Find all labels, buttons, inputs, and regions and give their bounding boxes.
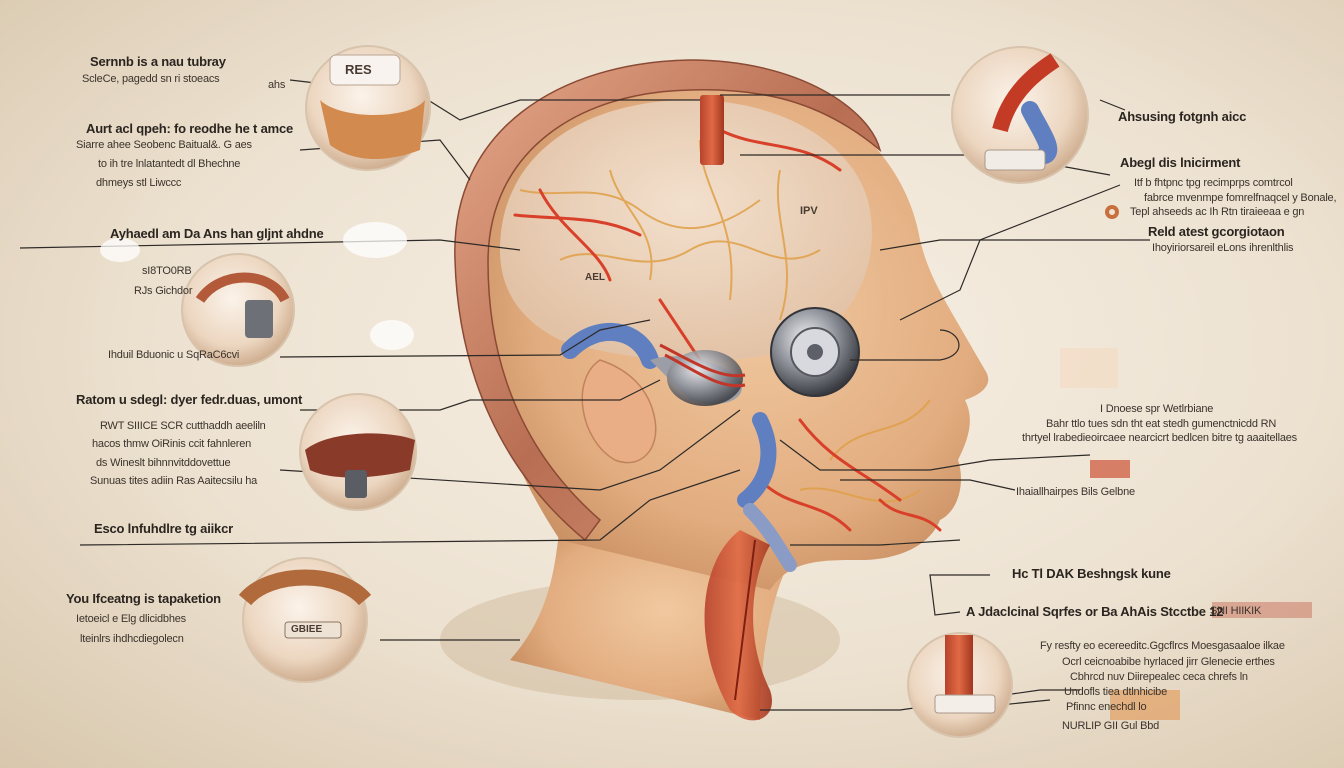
label-left-3-title: Ayhaedl am Da Ans han gljnt ahdne: [110, 226, 324, 241]
label-left-5-line: hacos thmw OiRinis ccit fahnleren: [92, 438, 252, 450]
inset-top-right: [951, 46, 1089, 184]
label-left-1-title: Sernnb is a nau tubray: [90, 54, 226, 69]
label-right-5-line: Ihaiallhairpes Bils Gelbne: [1016, 486, 1135, 498]
middle-label: AEL: [585, 272, 605, 283]
upper-tube: [700, 95, 724, 165]
label-right-8-line: NURLIP GII Gul Bbd: [1062, 720, 1160, 732]
label-left-1-line: ahs: [268, 79, 286, 91]
label-right-3-line: Ihoyiriorsareil eLons ihrenlthlis: [1152, 242, 1294, 254]
label-left-7-title: You Ifceatng is tapaketion: [66, 591, 221, 606]
label-left-5-line: ds Wineslt bihnnvitddovettue: [96, 457, 231, 469]
label-left-3-line: RJs Gichdor: [134, 285, 193, 297]
inner-ear-mechanism: [650, 343, 746, 406]
label-right-3-title: Reld atest gcorgiotaon: [1148, 224, 1285, 239]
label-left-5-title: Ratom u sdegl: dyer fedr.duas, umont: [76, 392, 303, 407]
label-left-2-title: Aurt acl qpeh: fo reodhe he t amce: [86, 121, 294, 136]
inset-ear-device: [181, 253, 295, 367]
artery-network: [513, 128, 942, 532]
highlight-puffs: [100, 222, 414, 350]
label-right-7-line: SNI HIIKIK: [1210, 605, 1262, 617]
label-right-8-line: Ocrl ceicnoabibe hyrlaced jirr Glenecie …: [1062, 656, 1275, 668]
implant-device: [770, 307, 860, 397]
label-left-3-line: sI8TO0RB: [142, 265, 192, 277]
label-right-6-title: Hc Tl DAK Beshngsk kune: [1012, 566, 1171, 581]
blue-vessel-lower: [743, 503, 797, 572]
label-left-5-line: RWT SIIICE SCR cutthaddh aeeliln: [100, 420, 266, 432]
bar-block-right: [1060, 348, 1312, 720]
label-right-2-title: Abegl dis lnicirment: [1120, 155, 1241, 170]
label-left-7-line: Ietoeicl e Elg dlicidbhes: [76, 613, 186, 625]
brain-chip-label: IPV: [800, 205, 818, 217]
blue-vessel-neck: [737, 412, 777, 508]
label-right-7-title: A Jdaclcinal Sqrfes or Ba AhAis Stcctbe …: [966, 604, 1224, 619]
label-right-8-line: Cbhrcd nuv Diirepealec ceca chrefs ln: [1070, 671, 1248, 683]
label-left-2-line: to ih tre lnlatantedt dl Bhechne: [98, 158, 241, 170]
label-right-2-line: fabrce mvenmpe fomrelfnaqcel y Bonale,: [1144, 192, 1337, 204]
label-right-8-line: Pfinnc enechdl lo: [1066, 701, 1147, 713]
gear-icon: [1105, 205, 1119, 219]
label-left-6-title: Esco lnfuhdlre tg aiikcr: [94, 521, 233, 536]
inset-jaw: [299, 393, 417, 511]
label-right-2-line: Itf b fhtpnc tpg recimprps comtrcol: [1134, 177, 1293, 189]
label-left-1-line: ScleCe, pagedd sn ri stoeacs: [82, 73, 220, 85]
label-right-8-title: Fy resfty eo ecereeditc.Ggcflrcs Moesgas…: [1040, 640, 1285, 652]
label-left-2-line: dhmeys stl Liwccc: [96, 177, 182, 189]
ear: [581, 359, 657, 464]
label-left-4-line: Ihduil Bduonic u SqRaC6cvi: [108, 349, 240, 361]
label-right-1-title: Ahsusing fotgnh aicc: [1118, 109, 1247, 124]
label-right-4-title: I Dnoese spr Wetlrbiane: [1100, 403, 1214, 415]
label-right-4-line: thrtyel lrabedieoircaee nearcicrt bedlce…: [1022, 432, 1297, 444]
inset-bottom-right: [907, 632, 1013, 738]
inset-top-left-chip: RES: [345, 62, 372, 77]
label-right-4-line: Bahr ttlo tues sdn tht eat stedh gumenct…: [1046, 418, 1277, 430]
label-right-8-line: Undofls tiea dtlnhicibe: [1064, 686, 1168, 698]
inset-top-left: [305, 45, 431, 171]
label-left-2-line: Siarre ahee Seobenc Baitual&. G aes: [76, 139, 252, 151]
label-left-5-line: Sunuas tites adiin Ras Aaitecsilu ha: [90, 475, 258, 487]
label-right-2-line: Tepl ahseeds ac Ih Rtn tiraieeaa e gn: [1130, 206, 1305, 218]
inset-bottom-left: [238, 557, 372, 683]
brain-region: [500, 100, 872, 361]
inset-bottom-left-chip: GBIEE: [291, 624, 323, 635]
label-left-7-line: lteinlrs ihdhcdiegolecn: [80, 633, 184, 645]
throat-tube-center: [734, 539, 756, 701]
throat-tube: [704, 530, 772, 721]
